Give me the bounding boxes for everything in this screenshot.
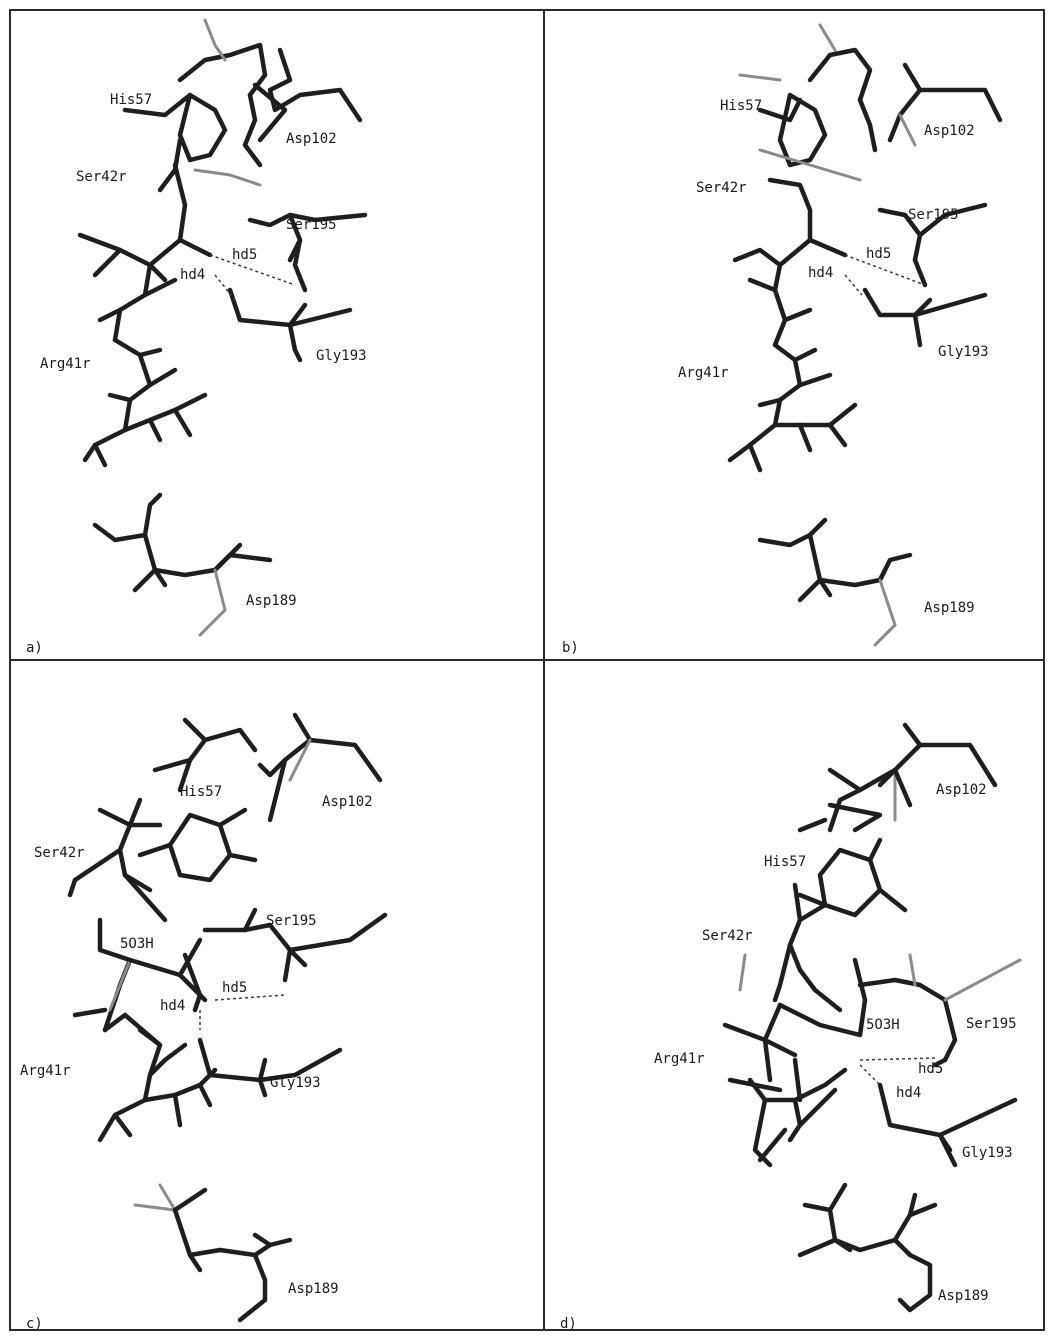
panel-a-gly193-label: Gly193 bbox=[316, 348, 367, 364]
panel-b-hd5-label: hd5 bbox=[866, 246, 891, 262]
panel-d-frame bbox=[543, 659, 1045, 1331]
panel-a-asp189-label: Asp189 bbox=[246, 593, 297, 609]
panel-d-label: d) bbox=[560, 1316, 577, 1332]
panel-d-hd5-label: hd5 bbox=[918, 1061, 943, 1077]
panel-c-ser195-label: Ser195 bbox=[266, 913, 317, 929]
panel-c-o3h-label: 5O3H bbox=[120, 936, 154, 952]
panel-d-ser42r-label: Ser42r bbox=[702, 928, 753, 944]
panel-b-label: b) bbox=[562, 640, 579, 656]
panel-d-gly193-label: Gly193 bbox=[962, 1145, 1013, 1161]
panel-b-ser195-label: Ser195 bbox=[908, 207, 959, 223]
panel-b-molecule bbox=[727, 23, 1003, 647]
panel-c-his57-label: His57 bbox=[180, 784, 222, 800]
panel-a-arg41r-label: Arg41r bbox=[40, 356, 91, 372]
panel-c-ser42r-label: Ser42r bbox=[34, 845, 85, 861]
panel-d-asp189-label: Asp189 bbox=[938, 1288, 989, 1304]
panel-b: His57 Asp102 Ser42r Ser195 hd5 hd4 Gly19… bbox=[562, 23, 1003, 656]
panel-c-label: c) bbox=[26, 1316, 43, 1332]
panel-c-asp102-label: Asp102 bbox=[322, 794, 373, 810]
panel-a-ser195-label: Ser195 bbox=[286, 217, 337, 233]
panel-c-gly193-label: Gly193 bbox=[270, 1075, 321, 1091]
panel-a: His57 Asp102 Ser42r Ser195 hd5 hd4 Gly19… bbox=[26, 18, 368, 656]
panel-d-asp102-label: Asp102 bbox=[936, 782, 987, 798]
panel-a-asp102-label: Asp102 bbox=[286, 131, 337, 147]
panel-b-arg41r-label: Arg41r bbox=[678, 365, 729, 381]
panel-c-arg41r-label: Arg41r bbox=[20, 1063, 71, 1079]
panel-a-molecule bbox=[77, 18, 368, 637]
panel-b-asp102-label: Asp102 bbox=[924, 123, 975, 139]
panel-b-asp189-label: Asp189 bbox=[924, 600, 975, 616]
panel-c-asp189-label: Asp189 bbox=[288, 1281, 339, 1297]
panel-c: His57 Asp102 Ser42r Ser195 5O3H hd5 hd4 … bbox=[20, 712, 388, 1332]
panel-a-his57-label: His57 bbox=[110, 92, 152, 108]
panel-d-his57-label: His57 bbox=[764, 854, 806, 870]
panel-d-o3h-label: 5O3H bbox=[866, 1017, 900, 1033]
panel-d-molecule bbox=[722, 722, 1022, 1313]
panel-d: Asp102 His57 Ser42r 5O3H Ser195 hd5 hd4 … bbox=[560, 722, 1022, 1332]
panel-c-molecule bbox=[67, 712, 388, 1323]
panel-d-ser195-label: Ser195 bbox=[966, 1016, 1017, 1032]
panel-d-hd4-label: hd4 bbox=[896, 1085, 921, 1101]
panel-a-hd5-label: hd5 bbox=[232, 247, 257, 263]
panel-b-hd4-label: hd4 bbox=[808, 265, 833, 281]
panel-d-arg41r-label: Arg41r bbox=[654, 1051, 705, 1067]
panel-a-hd4-label: hd4 bbox=[180, 267, 205, 283]
panel-b-ser42r-label: Ser42r bbox=[696, 180, 747, 196]
panel-a-label: a) bbox=[26, 640, 43, 656]
panel-b-gly193-label: Gly193 bbox=[938, 344, 989, 360]
panel-b-his57-label: His57 bbox=[720, 98, 762, 114]
panel-c-hd4-label: hd4 bbox=[160, 998, 185, 1014]
panel-a-ser42r-label: Ser42r bbox=[76, 169, 127, 185]
panel-c-hd5-label: hd5 bbox=[222, 980, 247, 996]
